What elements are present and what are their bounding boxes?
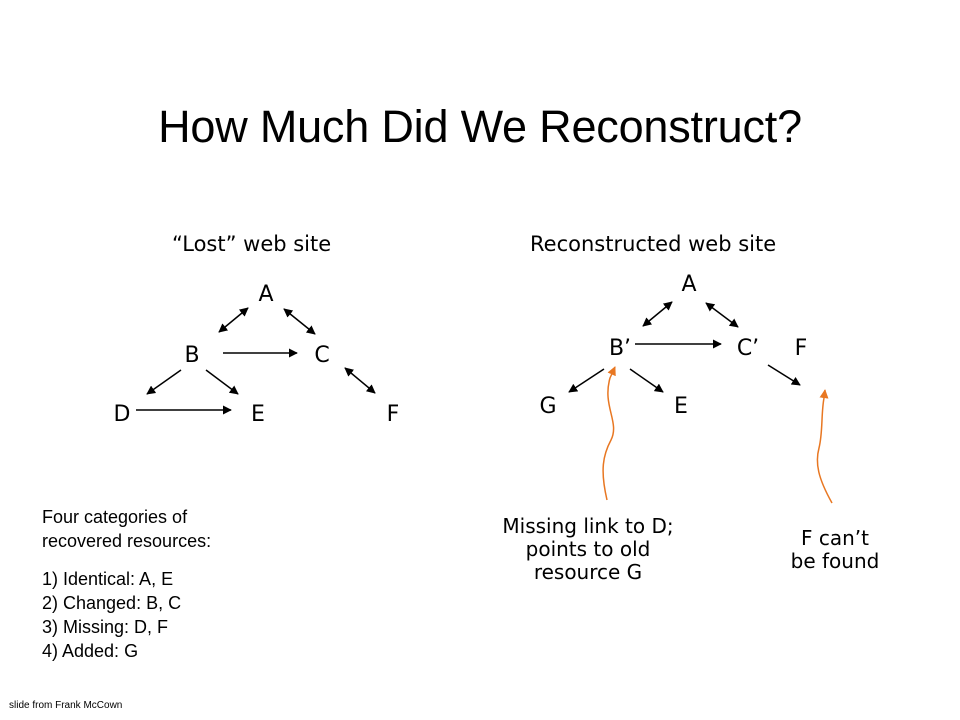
reconstructed-node-e: E <box>674 394 688 419</box>
lost-edge-c-f <box>344 367 376 394</box>
f-not-found-note: F can’t be found <box>775 527 895 573</box>
missing-link-note-line-2: points to old <box>525 537 651 561</box>
lost-node-c: C <box>314 343 330 368</box>
reconstructed-edge-a-b <box>642 301 673 327</box>
lost-node-f: F <box>386 402 400 427</box>
category-item: 3) Missing: D, F <box>42 617 169 637</box>
lost-node-e: E <box>251 402 265 427</box>
reconstructed-node-g: G <box>539 394 557 419</box>
reconstructed-edge-b-e <box>629 368 664 393</box>
annotation-arrow-to-b-prime <box>602 366 616 501</box>
reconstructed-node-a: A <box>681 272 697 297</box>
f-not-found-note-line-2: be found <box>790 549 880 573</box>
missing-link-note-line-3: resource G <box>533 560 643 584</box>
slide-title: How Much Did We Reconstruct? <box>158 101 802 152</box>
lost-site-heading: “Lost” web site <box>172 232 332 256</box>
reconstructed-node-c-prime: C’ <box>736 336 760 361</box>
reconstructed-node-f: F <box>794 336 808 361</box>
lost-node-b: B <box>184 343 200 368</box>
categories-intro-line-2: recovered resources: <box>42 531 212 551</box>
missing-link-note: Missing link to D; points to old resourc… <box>462 515 714 584</box>
lost-edge-b-e <box>205 369 239 395</box>
category-item: 1) Identical: A, E <box>42 569 174 589</box>
category-item: 2) Changed: B, C <box>42 593 182 613</box>
lost-node-a: A <box>258 282 274 307</box>
categories-intro-line-1: Four categories of <box>42 507 188 527</box>
reconstructed-node-b-prime: B’ <box>608 336 632 361</box>
reconstructed-site-heading: Reconstructed web site <box>530 232 777 256</box>
lost-node-d: D <box>113 402 131 427</box>
annotation-arrow-to-f-missing <box>816 389 833 504</box>
f-not-found-note-line-1: F can’t <box>801 526 869 550</box>
lost-edge-b-d <box>146 369 182 395</box>
categories-intro: Four categories of recovered resources: <box>42 505 211 553</box>
reconstructed-edge-c-dangling <box>767 364 801 386</box>
categories-list: 1) Identical: A, E 2) Changed: B, C 3) M… <box>42 567 181 663</box>
slide-credit: slide from Frank McCown <box>9 700 123 711</box>
reconstructed-edge-a-c <box>705 302 739 328</box>
category-item: 4) Added: G <box>42 641 139 661</box>
lost-edge-a-b <box>218 307 249 333</box>
lost-edge-a-c <box>283 308 316 335</box>
missing-link-note-line-1: Missing link to D; <box>502 514 674 538</box>
reconstructed-edge-b-g <box>568 368 605 393</box>
